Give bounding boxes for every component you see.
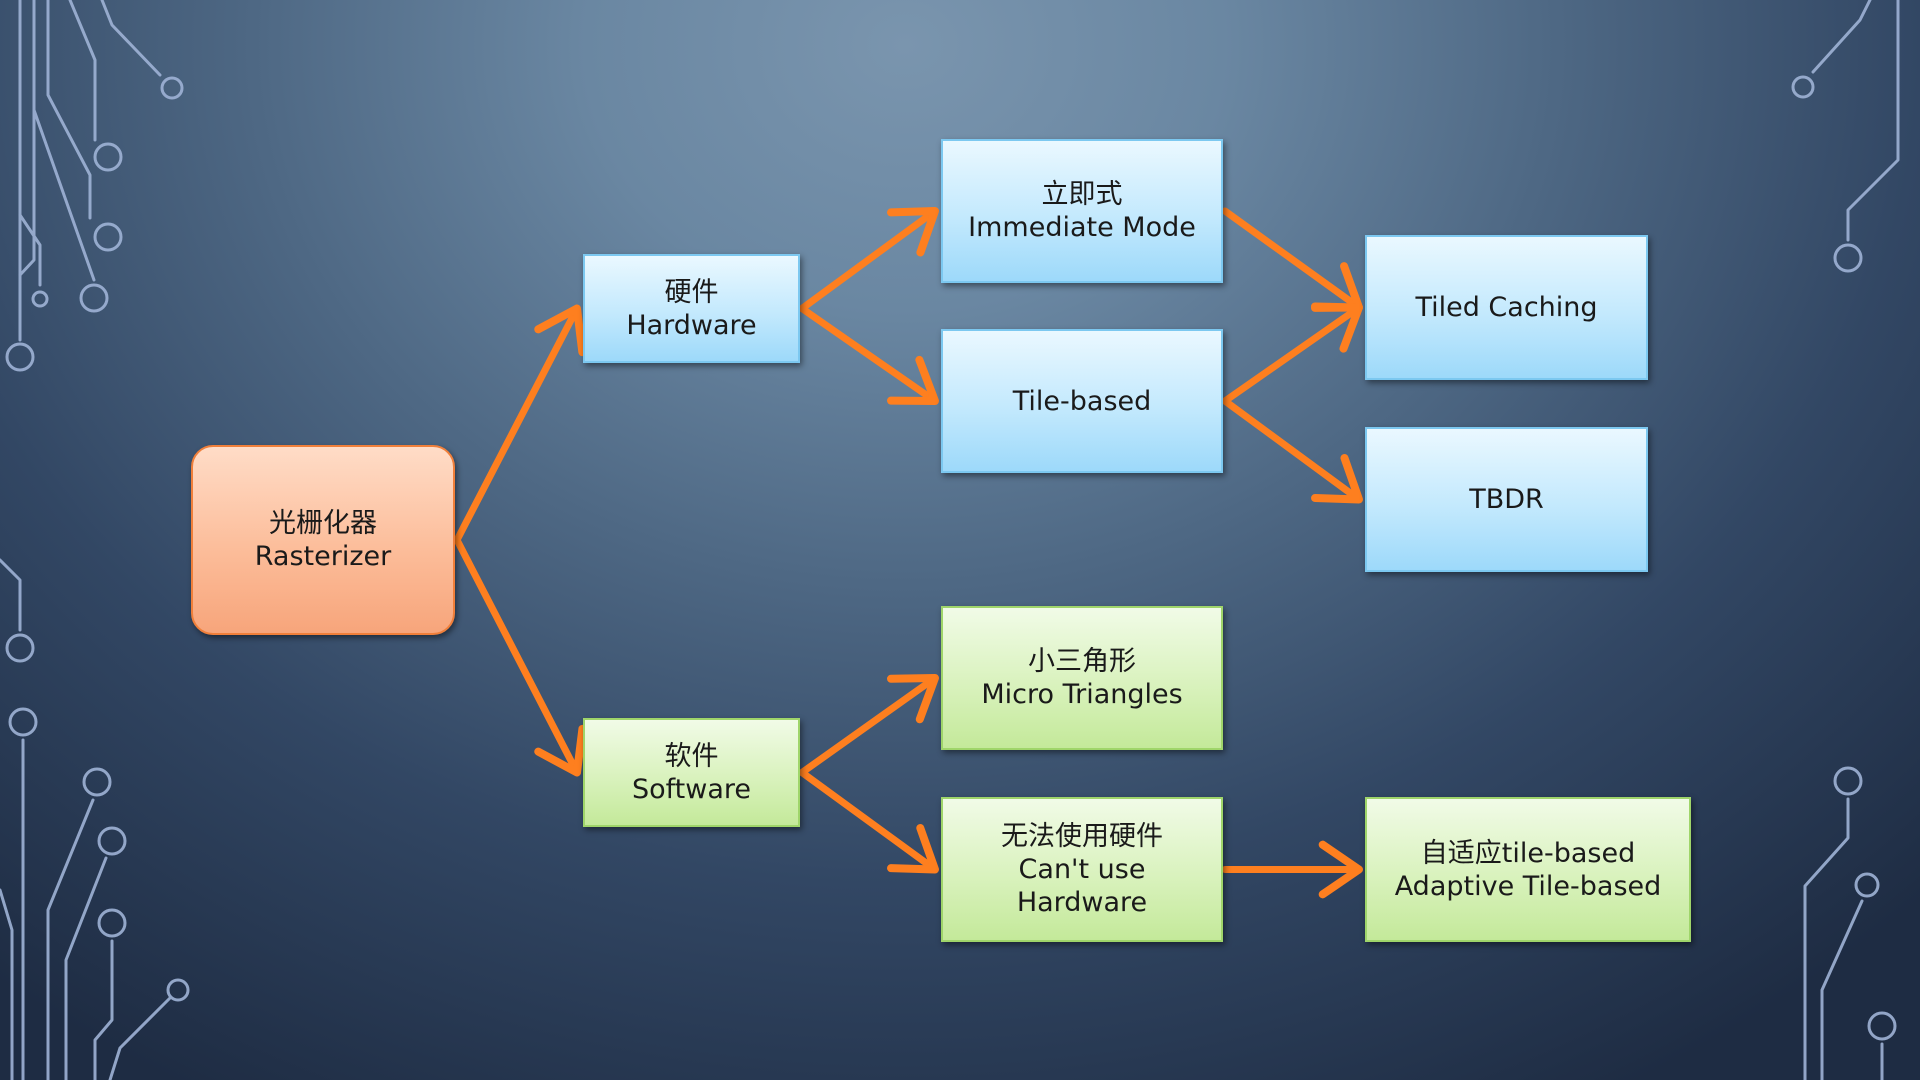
arrow-rasterizer-to-hardware: [453, 304, 587, 544]
arrow-cant_use_hardware-to-adaptive_tile_based: [1221, 840, 1363, 899]
node-software-english: Software: [631, 773, 752, 805]
arrow-head: [887, 824, 939, 874]
arrow-head: [534, 724, 587, 777]
arrow-software-to-micro_triangles: [798, 674, 939, 776]
node-micro-triangles-chinese: 小三角形: [1028, 646, 1136, 677]
arrow-shaft: [798, 207, 939, 312]
node-cant-use-hardware-chinese: 无法使用硬件: [1001, 821, 1163, 852]
node-software: 软件 Software: [583, 718, 800, 827]
node-software-chinese: 软件: [664, 740, 719, 772]
arrow-shaft: [453, 305, 581, 544]
arrow-shaft: [1221, 397, 1363, 503]
node-adaptive-tile-based-chinese: 自适应tile-based: [1420, 837, 1636, 869]
arrow-head: [1318, 840, 1363, 899]
node-immediate-mode-chinese: 立即式: [1041, 179, 1123, 210]
node-hardware-chinese: 硬件: [664, 276, 719, 308]
arrow-tile_based-to-tiled_caching: [1221, 303, 1363, 405]
circuit-top-right: [1791, 0, 1900, 273]
arrow-immediate_mode-to-tiled_caching: [1221, 207, 1363, 312]
circuit-top-left: [5, 0, 184, 372]
node-rasterizer-chinese: 光栅化器: [269, 508, 377, 539]
arrow-shaft: [798, 674, 939, 776]
node-tbdr-label: TBDR: [1469, 484, 1544, 515]
circuit-bottom-left: [46, 767, 190, 1080]
arrow-head: [534, 304, 587, 357]
node-tile-based: Tile-based: [941, 329, 1223, 473]
node-tbdr: TBDR: [1365, 427, 1648, 572]
circuit-bottom-right: [1803, 766, 1897, 1080]
node-tile-based-label: Tile-based: [1012, 385, 1152, 417]
node-rasterizer: 光栅化器 Rasterizer: [191, 445, 455, 635]
node-immediate-mode: 立即式 Immediate Mode: [941, 139, 1223, 283]
node-adaptive-tile-based-english: Adaptive Tile-based: [1394, 870, 1662, 902]
arrow-head: [887, 674, 939, 724]
arrow-shaft: [1221, 304, 1363, 405]
node-micro-triangles: 小三角形 Micro Triangles: [941, 606, 1223, 750]
arrow-hardware-to-immediate_mode: [798, 207, 939, 312]
arrow-head: [1311, 303, 1363, 353]
arrow-software-to-cant_use_hardware: [798, 769, 939, 874]
node-immediate-mode-english: Immediate Mode: [968, 212, 1196, 243]
node-tiled-caching-label: Tiled Caching: [1415, 292, 1598, 323]
node-hardware-english: Hardware: [626, 309, 757, 341]
node-tiled-caching: Tiled Caching: [1365, 235, 1648, 380]
node-hardware: 硬件 Hardware: [583, 254, 800, 363]
arrow-shaft: [1221, 207, 1363, 311]
arrow-shaft: [798, 305, 939, 405]
circuit-middle-left: [0, 558, 38, 1080]
node-micro-triangles-english: Micro Triangles: [981, 679, 1183, 710]
node-cant-use-hardware-english-2: Hardware: [1016, 887, 1148, 918]
arrow-hardware-to-tile_based: [798, 305, 939, 405]
arrow-head: [887, 355, 939, 405]
arrow-shaft: [453, 536, 581, 776]
node-adaptive-tile-based: 自适应tile-based Adaptive Tile-based: [1365, 797, 1691, 942]
arrow-rasterizer-to-software: [453, 536, 587, 777]
node-cant-use-hardware-english-1: Can't use: [1018, 854, 1146, 885]
arrow-tile_based-to-tbdr: [1221, 397, 1363, 504]
node-cant-use-hardware: 无法使用硬件 Can't use Hardware: [941, 797, 1223, 942]
arrow-head: [1311, 453, 1363, 504]
arrow-shaft: [798, 769, 939, 873]
arrow-head: [887, 207, 939, 257]
node-rasterizer-english: Rasterizer: [254, 541, 392, 572]
